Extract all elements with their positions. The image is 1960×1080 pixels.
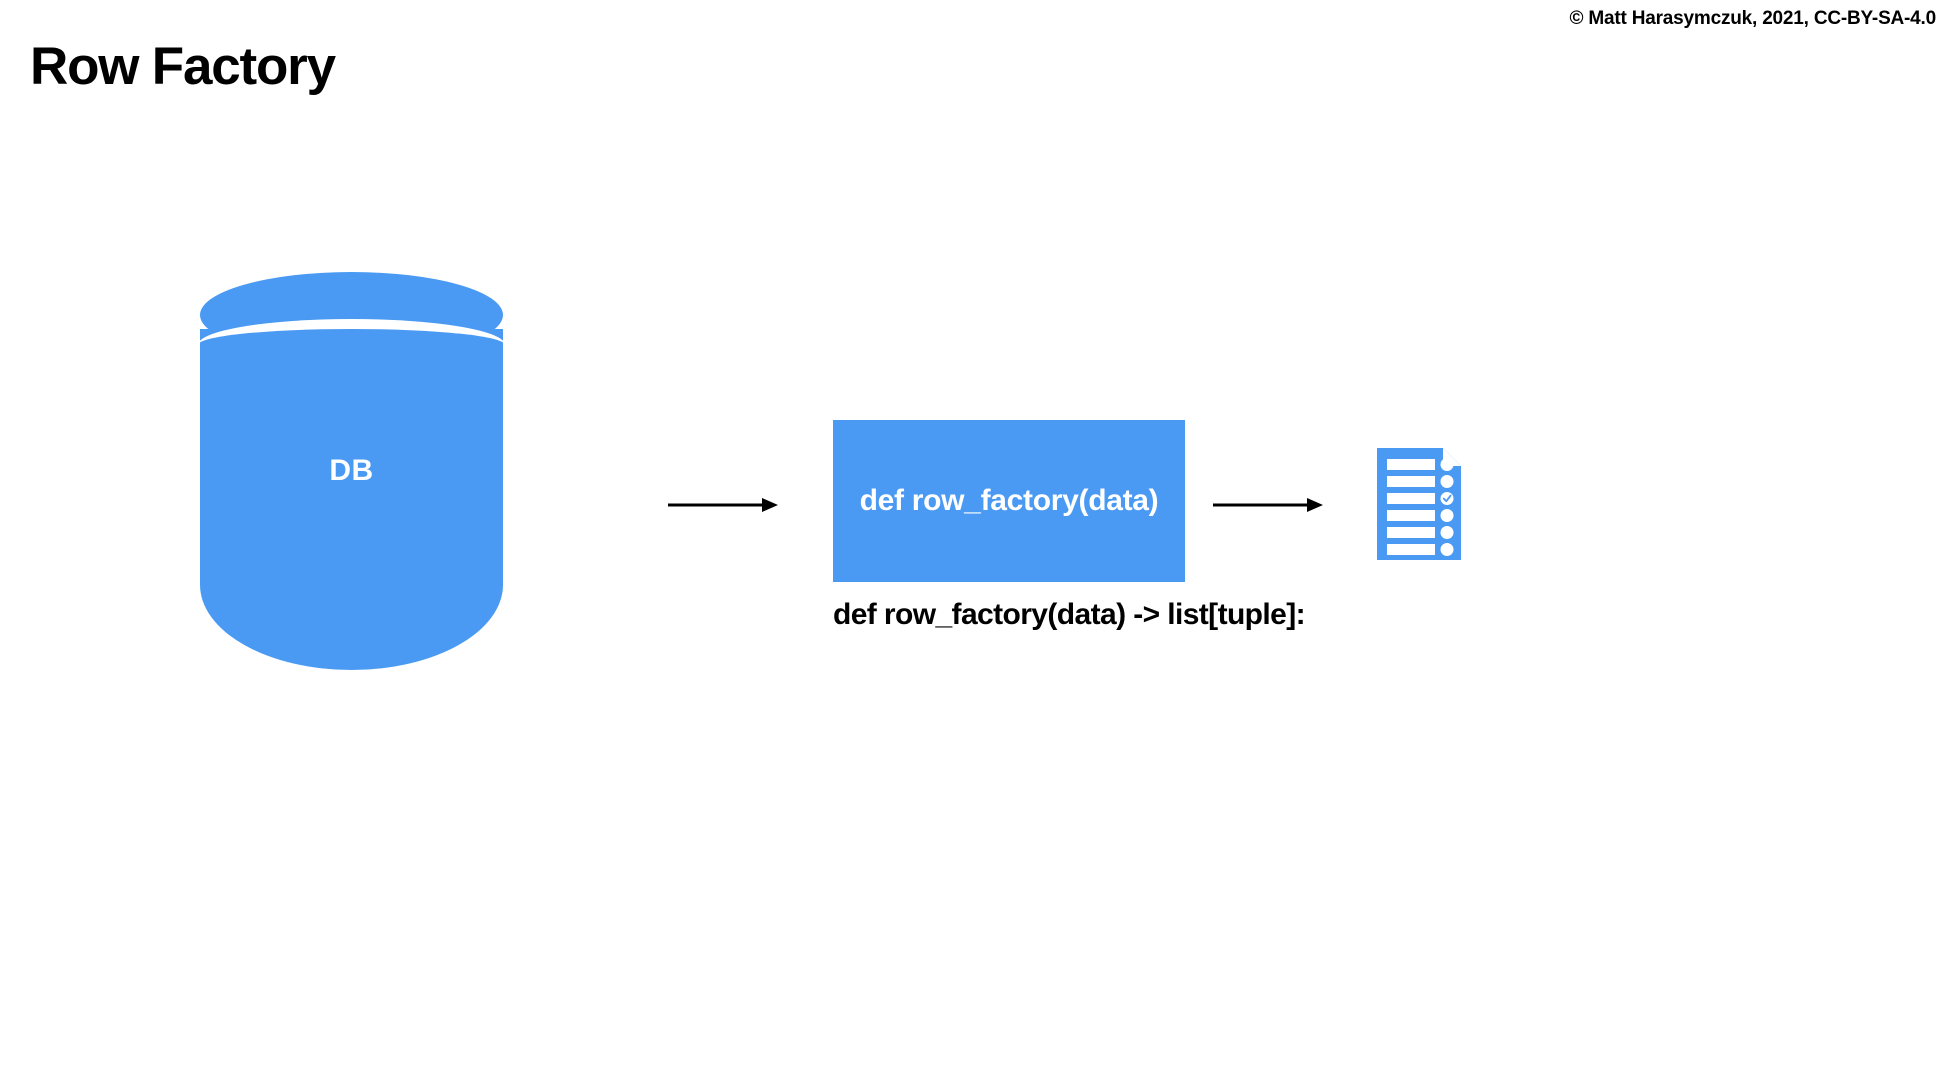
copyright-notice: © Matt Harasymczuk, 2021, CC-BY-SA-4.0: [1569, 8, 1937, 29]
arrow-db-to-function: [668, 494, 778, 516]
database-label: DB: [329, 454, 374, 487]
row-factory-function-label: def row_factory(data): [859, 484, 1159, 517]
row-factory-function-box: def row_factory(data): [833, 420, 1185, 582]
arrow-function-to-result: [1213, 494, 1323, 516]
cylinder-body: [200, 329, 503, 670]
row-factory-signature-caption: def row_factory(data) -> list[tuple]:: [833, 598, 1306, 631]
cylinder-top-ellipse: [200, 272, 503, 358]
page-title: Row Factory: [30, 37, 336, 96]
database-cylinder: DB: [198, 272, 505, 670]
result-document-icon: [1377, 448, 1461, 560]
